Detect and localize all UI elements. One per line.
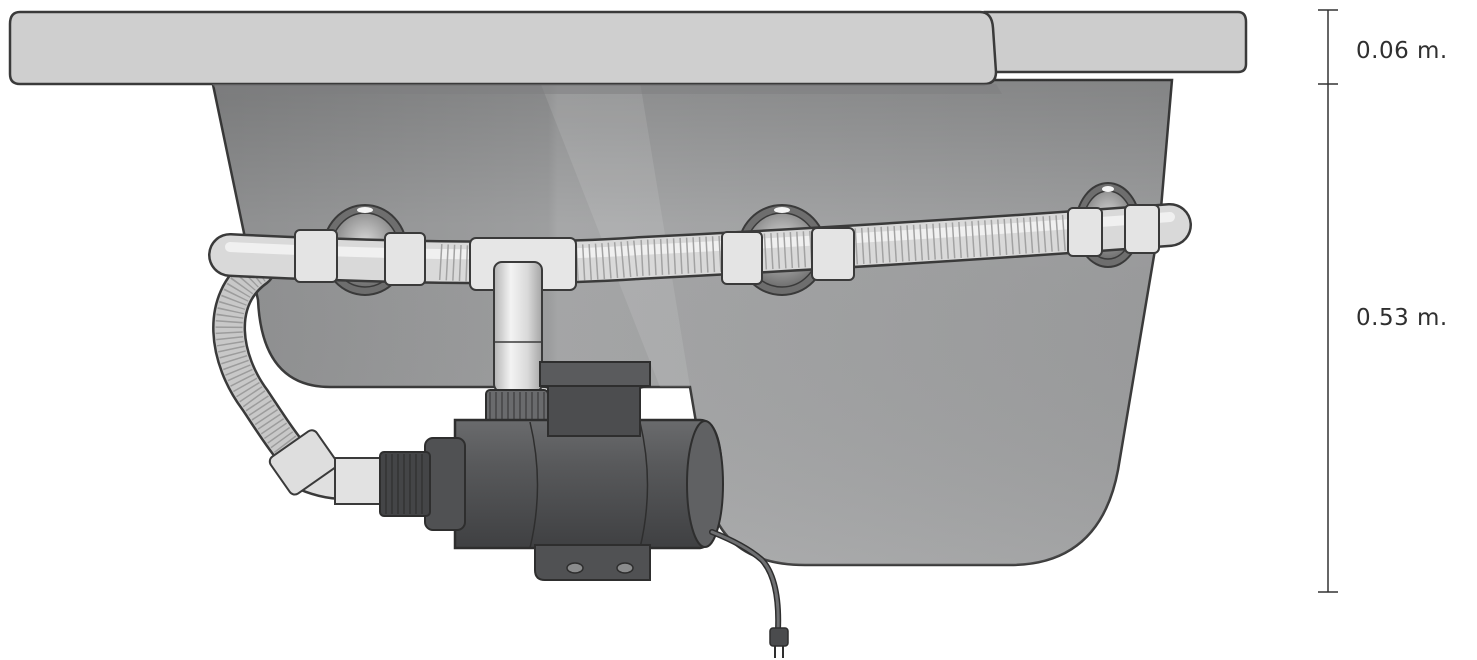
rim-height-label: 0.06 m.	[1356, 38, 1448, 64]
pump	[379, 361, 724, 581]
tub-rim	[8, 10, 1248, 94]
dimension-markers: 0.06 m. 0.53 m.	[1318, 9, 1448, 593]
return-hose	[212, 253, 392, 505]
supply-pipe	[485, 261, 549, 433]
power-cord	[709, 529, 789, 658]
tub-body	[210, 78, 1174, 567]
tub-depth-label: 0.53 m.	[1356, 305, 1448, 331]
